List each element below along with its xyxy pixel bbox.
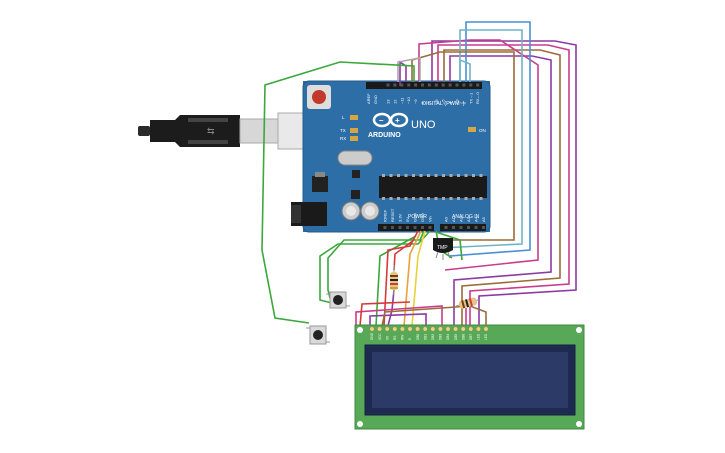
lcd-screen — [372, 352, 568, 408]
lcd-pin-label: V0 — [385, 336, 389, 340]
aref-label: AREF — [366, 93, 371, 104]
model-label: UNO — [411, 119, 436, 131]
svg-text:+: + — [395, 116, 400, 125]
analog-pin-label: A0 — [444, 216, 449, 222]
digital-pin-label: ~9 — [413, 99, 418, 104]
svg-text:–: – — [379, 116, 384, 125]
digital-pin-label: ~10 — [406, 96, 411, 104]
digital-pin-label: 4 — [448, 101, 453, 104]
tx-led-label: TX — [340, 128, 346, 133]
power-pin-label: RESET — [390, 208, 395, 222]
wire-purple-lcd — [369, 313, 427, 326]
usb-icon: ⇆ — [207, 126, 215, 136]
wire-brown-outer — [443, 49, 561, 325]
lcd-pin-label: DB1 — [423, 334, 427, 340]
usb-cable: ⇆ — [138, 112, 321, 150]
power-pin-label: GND — [420, 213, 425, 222]
wire-red-lcd — [359, 301, 411, 327]
wire-magenta-mid — [418, 39, 539, 271]
digital-pin-label: TX→1 — [468, 92, 473, 104]
gnd-label: GND — [373, 95, 378, 104]
temperature-sensor: TMP — [433, 238, 453, 260]
pushbutton-bottom — [306, 325, 330, 345]
sensor-label: TMP — [437, 245, 448, 251]
resistor-right — [455, 297, 479, 309]
wire-green-gnd-2 — [327, 230, 425, 299]
wire-green-gnd — [319, 230, 431, 304]
wire-purple-mid — [449, 55, 552, 325]
power-header-label: POWER — [408, 214, 427, 220]
arduino-logo-text: ARDUINO — [368, 132, 401, 139]
wire-teal-short — [459, 58, 471, 82]
lcd-pin-label: DB4 — [446, 334, 450, 340]
wire-gray-1 — [397, 57, 421, 82]
lcd-pin-label: DB2 — [431, 334, 435, 340]
lcd-pin-label: DB7 — [469, 334, 473, 340]
wire-brown-inner — [411, 51, 515, 241]
digital-pin-label: ~6 — [434, 99, 439, 104]
digital-pin-label: 2 — [461, 101, 466, 104]
arduino-logo: – + — [372, 112, 409, 128]
wire-magenta-lcd — [355, 305, 443, 326]
digital-pin-label: ~3 — [455, 99, 460, 104]
resistor-left — [390, 265, 398, 295]
analog-header — [440, 224, 486, 231]
power-pin-label: 5V — [405, 217, 410, 222]
analog-header-label: ANALOG IN — [452, 214, 480, 220]
digital-pin-label: 8 — [420, 101, 425, 104]
rx-led-label: RX — [340, 136, 346, 141]
digital-pin-label: ~11 — [399, 97, 404, 104]
lcd-pin-label: DB0 — [416, 334, 420, 340]
lcd-pin-label: E — [408, 338, 412, 340]
digital-pin-label: RX←0 — [475, 91, 480, 104]
wire-green-right — [435, 231, 463, 261]
wire-yellow — [411, 230, 426, 327]
analog-pin-label: A3 — [466, 216, 471, 222]
wire-purple-outer — [431, 40, 577, 325]
power-pin-label: GND — [413, 213, 418, 222]
digital-header-label: DIGITAL (PWM~) — [422, 101, 465, 107]
l-led-label: L — [342, 115, 345, 120]
lcd-pin-label: VCC — [378, 333, 382, 340]
lcd-pin-label: LED — [477, 333, 481, 340]
lcd-pin-label: DB6 — [461, 334, 465, 340]
analog-pin-label: A5 — [481, 216, 486, 222]
wire-purple-inner — [399, 60, 407, 86]
lcd-pin-label: DB3 — [439, 334, 443, 340]
wire-magenta-outer — [437, 44, 570, 325]
crystal — [337, 150, 373, 166]
analog-pin-label: A4 — [474, 216, 479, 222]
lcd-pin-label: LED — [484, 333, 488, 340]
lcd-pin-label: DB5 — [454, 334, 458, 340]
on-label: ON — [479, 128, 486, 133]
wire-red — [383, 230, 419, 327]
digital-pin-label: 7 — [427, 101, 432, 104]
microcontroller-chip — [379, 176, 487, 198]
digital-pin-label: ~5 — [441, 99, 446, 104]
lcd-pin-label: RS — [393, 336, 397, 340]
analog-pin-label: A1 — [451, 216, 456, 222]
power-pin-label: IOREF — [383, 209, 388, 222]
digital-pin-label: 12 — [392, 99, 397, 104]
wire-res-left — [387, 289, 395, 327]
digital-pin-label: 13 — [386, 99, 391, 104]
power-pin-label: Vin — [428, 216, 433, 222]
pushbutton-top — [326, 291, 350, 309]
power-pin-label: 3.3V — [398, 213, 403, 222]
wire-red-2 — [393, 239, 415, 271]
lcd-pin-label: GND — [370, 332, 374, 340]
analog-pin-label: A2 — [459, 216, 464, 222]
wire-green-button — [261, 61, 415, 324]
wire-teal — [439, 29, 523, 249]
lcd-pin-label: RW — [401, 335, 405, 340]
